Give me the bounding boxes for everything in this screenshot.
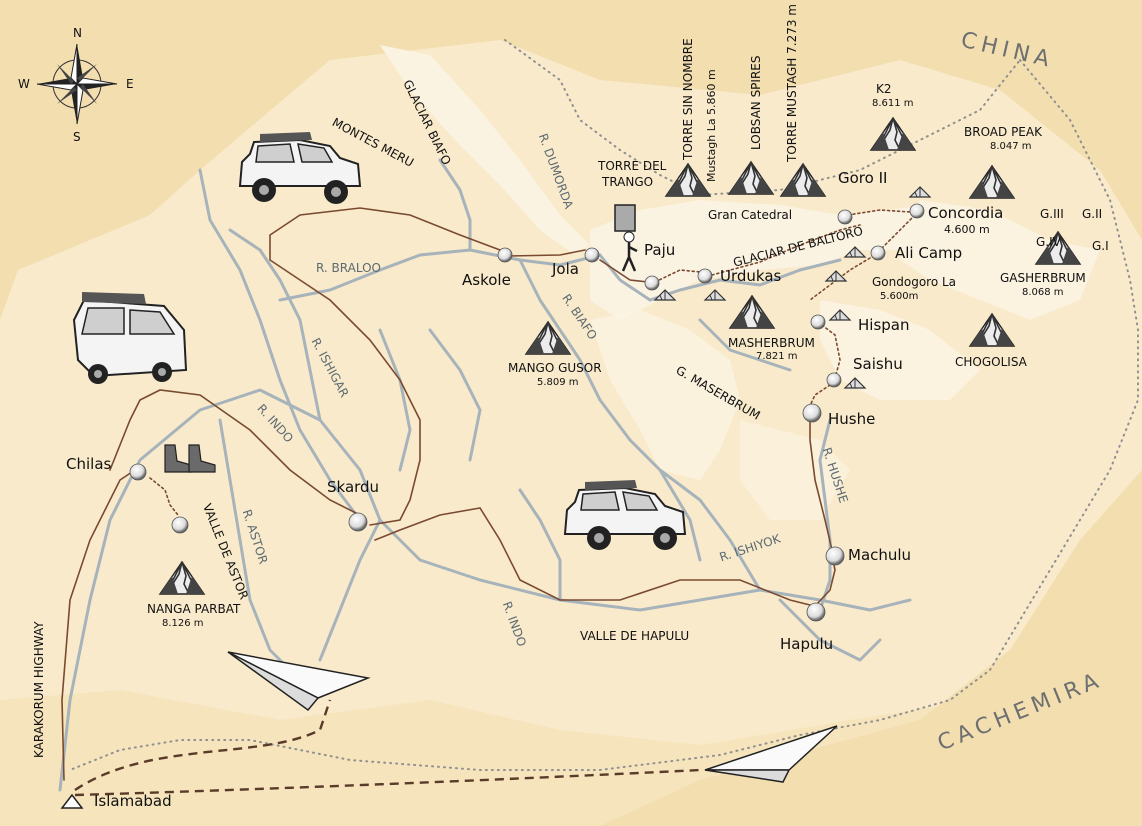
pass-mustagh-la: Mustagh La 5.860 m <box>705 69 718 182</box>
waypoint-saishu <box>826 372 842 388</box>
pass-gondogoro-la: Gondogoro La <box>872 275 957 289</box>
waypoint-hispan <box>810 314 826 330</box>
waypoint-hapulu <box>806 602 826 622</box>
town-saishu: Saishu <box>853 355 903 373</box>
rivers <box>58 158 912 792</box>
region-area-lower <box>0 660 1142 826</box>
waypoint-paju <box>644 275 660 291</box>
peak-masherbrum-height: 7.821 m <box>756 351 798 362</box>
flight-path <box>74 699 701 797</box>
peak-nanga-parbat-height: 8.126 m <box>162 618 204 629</box>
waypoint-hushe <box>802 403 822 423</box>
glacier-baltoro <box>590 200 960 320</box>
glacier-chogolisa <box>820 300 980 400</box>
peak-g3: G.III <box>1040 207 1064 221</box>
town-islamabad: Islamabad <box>94 792 172 810</box>
side-trips <box>149 209 916 516</box>
glacier-concordia <box>900 200 1100 320</box>
town-paju: Paju <box>644 241 676 259</box>
boots-icon <box>164 444 216 473</box>
borders <box>69 39 1139 771</box>
peak-k2: K2 <box>876 82 892 96</box>
peak-g2: G.II <box>1082 207 1103 221</box>
waypoint-machulu <box>825 546 845 566</box>
compass-rose <box>36 43 118 125</box>
peak-g4: G.IV <box>1036 235 1061 249</box>
compass-east: E <box>126 77 134 91</box>
peak-gasherbrum: GASHERBRUM <box>1000 271 1086 285</box>
peak-gran-catedral: Gran Catedral <box>708 208 793 222</box>
river-braloo: R. BRALOO <box>316 261 381 275</box>
waypoint-astor <box>171 516 189 534</box>
waypoint-concordia <box>909 203 925 219</box>
peak-broad-peak: BROAD PEAK <box>964 125 1042 139</box>
feature-valle-hapulu: VALLE DE HAPULU <box>580 629 690 643</box>
town-askole: Askole <box>462 271 511 289</box>
town-ali-camp: Ali Camp <box>895 244 963 262</box>
peak-torre-mustagh: TORRE MUSTAGH 7.273 m <box>785 4 799 162</box>
waypoint-jola <box>584 247 600 263</box>
peak-mango-gusor: MANGO GUSOR <box>508 361 602 375</box>
town-skardu: Skardu <box>327 478 380 496</box>
compass-south: S <box>73 130 81 144</box>
compass-north: N <box>73 26 82 40</box>
paper-plane-icon <box>227 651 371 712</box>
jeep-icon-2 <box>563 480 687 550</box>
peak-masherbrum: MASHERBRUM <box>728 336 815 350</box>
pass-gondogoro-height: 5.600m <box>880 291 919 302</box>
porter-icon <box>614 204 638 272</box>
waypoint-skardu <box>348 512 368 532</box>
town-jola: Jola <box>552 260 579 278</box>
jeep-icon <box>238 132 362 204</box>
trek-route <box>61 207 836 781</box>
town-hapulu: Hapulu <box>780 635 834 653</box>
concordia-altitude: 4.600 m <box>944 223 990 236</box>
waypoint-ali-camp <box>870 245 886 261</box>
peak-gasherbrum-height: 8.068 m <box>1022 287 1064 298</box>
peak-torre-sin-nombre: TORRE SIN NOMBRE <box>681 38 695 160</box>
town-urdukas: Urdukas <box>720 267 782 285</box>
paper-plane-icon-2 <box>704 725 838 783</box>
compass-west: W <box>18 77 30 91</box>
peak-torre-trango-line1: TORRE DEL <box>598 159 667 173</box>
town-hushe: Hushe <box>828 410 876 428</box>
town-goro: Goro II <box>838 169 888 187</box>
town-machulu: Machulu <box>848 546 912 564</box>
peak-chogolisa: CHOGOLISA <box>955 355 1027 369</box>
waypoints <box>129 203 925 622</box>
van-icon <box>72 292 188 384</box>
peak-broad-peak-height: 8.047 m <box>990 141 1032 152</box>
town-concordia: Concordia <box>928 204 1004 222</box>
peak-g1: G.I <box>1092 239 1109 253</box>
peak-k2-height: 8.611 m <box>872 98 914 109</box>
waypoint-goro <box>837 209 853 225</box>
town-chilas: Chilas <box>66 455 112 473</box>
town-hispan: Hispan <box>858 316 910 334</box>
waypoint-chilas <box>129 463 147 481</box>
glacier-biafo <box>380 45 590 255</box>
peak-mango-gusor-height: 5.809 m <box>537 377 579 388</box>
waypoint-askole <box>497 247 513 263</box>
feature-karakorum-highway: KARAKORUM HIGHWAY <box>32 621 46 758</box>
peak-lobsan-spires: LOBSAN SPIRES <box>749 55 763 151</box>
waypoint-urdukas <box>697 268 713 284</box>
peak-nanga-parbat: NANGA PARBAT <box>147 602 241 616</box>
airport-triangle-icon <box>60 793 84 809</box>
glacier-maserbrum <box>590 310 740 480</box>
peak-torre-trango-line2: TRANGO <box>602 175 654 189</box>
